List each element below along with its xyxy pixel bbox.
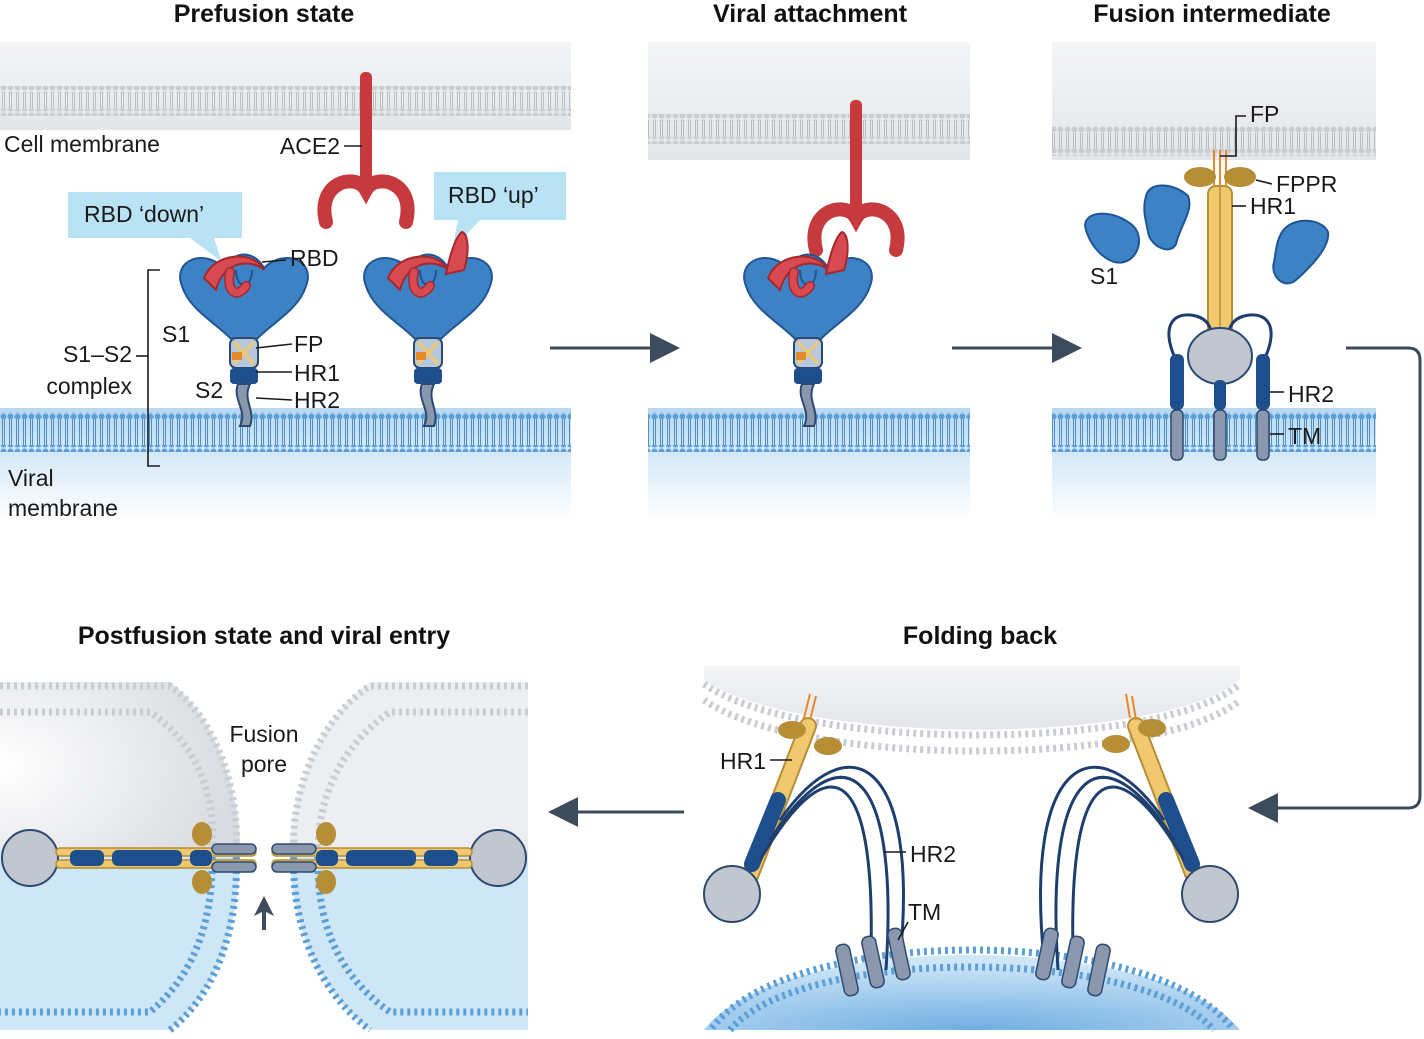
hr2-label: HR2 [294, 387, 340, 413]
hr1-label: HR1 [294, 360, 340, 386]
viral-membrane-label-line1: Viral [8, 465, 54, 491]
tm-label-intermediate: TM [1288, 423, 1321, 449]
spike-attached [744, 232, 872, 426]
core-hr2-intermediate [1167, 313, 1273, 461]
shed-s1-subunits [1084, 184, 1330, 285]
s1-label-intermediate: S1 [1090, 263, 1118, 289]
viral-membrane-prefusion [0, 408, 571, 520]
right-cell-postfusion [290, 682, 528, 1033]
cell-membrane-prefusion [0, 42, 571, 130]
panel-title-attachment: Viral attachment [713, 0, 908, 28]
panel-intermediate: Fusion intermediate [1052, 0, 1376, 520]
s2-label: S2 [195, 377, 223, 403]
s1s2-label-line1: S1–S2 [63, 341, 132, 367]
hr1-label-intermediate: HR1 [1250, 193, 1296, 219]
panel-prefusion: Prefusion state Cell membrane ACE2 RBD ‘… [0, 0, 571, 521]
fp-label: FP [294, 331, 323, 357]
spike-rbd-up [364, 232, 492, 426]
left-cell-postfusion [0, 682, 240, 1033]
hr2-label-folding: HR2 [910, 841, 956, 867]
hr1-label-folding: HR1 [720, 748, 766, 774]
pore-entry-arrow-icon [254, 896, 274, 930]
fusion-pore-label-line2: pore [241, 751, 287, 777]
rbd-down-label: RBD ‘down’ [84, 201, 204, 227]
hr1-helix-intermediate [1184, 150, 1256, 337]
arrow-to-folding [1248, 346, 1422, 823]
tm-label-folding: TM [908, 899, 941, 925]
viral-membrane-label-line2: membrane [8, 495, 118, 521]
folding-left-protein [703, 693, 911, 997]
fp-label-intermediate: FP [1250, 101, 1279, 127]
folding-right-protein [1035, 693, 1239, 997]
fppr-label: FPPR [1276, 171, 1337, 197]
panel-title-prefusion: Prefusion state [174, 0, 355, 28]
callout-rbd-down: RBD ‘down’ [68, 192, 242, 262]
right-postfusion-bundle [271, 822, 527, 894]
s1s2-bracket [147, 269, 160, 467]
cell-membrane-label: Cell membrane [4, 131, 160, 157]
cell-membrane-attachment [648, 42, 970, 160]
ace2-label: ACE2 [280, 133, 340, 159]
panel-title-folding: Folding back [903, 622, 1057, 650]
fusion-pore-label-line1: Fusion [229, 721, 298, 747]
panel-folding: Folding back [701, 622, 1243, 1033]
rbd-label: RBD [290, 245, 339, 271]
rbd-up-label: RBD ‘up’ [448, 182, 539, 208]
s1-label: S1 [162, 321, 190, 347]
panel-postfusion: Postfusion state and viral entry [0, 622, 528, 1033]
panel-attachment: Viral attachment [648, 0, 970, 520]
viral-membrane-folding [704, 946, 1240, 1033]
panel-title-intermediate: Fusion intermediate [1093, 0, 1331, 28]
left-postfusion-bundle [1, 822, 257, 894]
cell-membrane-intermediate [1052, 42, 1376, 160]
hr2-label-intermediate: HR2 [1288, 381, 1334, 407]
panel-title-postfusion: Postfusion state and viral entry [78, 622, 450, 650]
callout-rbd-up: RBD ‘up’ [434, 172, 566, 250]
cell-membrane-folding [701, 666, 1243, 755]
s1s2-label-line2: complex [46, 373, 132, 399]
